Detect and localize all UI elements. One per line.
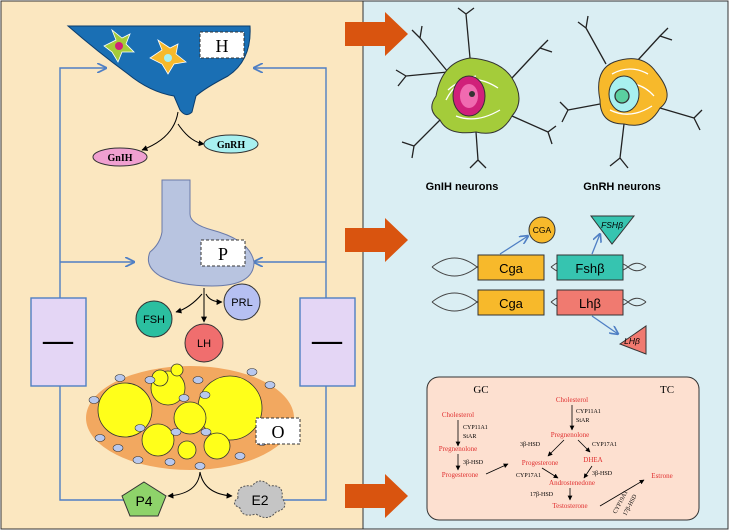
tc-enzyme-cyp17a1-right: CYP17A1 [592,442,617,448]
cga-product: CGA [528,216,556,244]
hypothalamus-label: H [216,36,229,56]
gene-lhb: Lhβ [556,289,624,316]
gnrh-neurons-caption: GnRH neurons [583,181,661,193]
fshb-product-label: FSHβ [601,220,623,230]
gene-fshb: Fshβ [556,254,624,281]
fsh-label: FSH [143,314,165,326]
tc-progesterone: Progesterone [522,459,559,467]
orange-arrows [345,12,408,518]
ovary-label: O [272,422,285,442]
tc-enzyme-star: StAR [576,418,589,424]
arrow-to-fsh [175,293,203,314]
gnih-label: GnIH [107,153,132,164]
tc-enzyme-3bhsd-left: 3β-HSD [520,442,541,448]
arrow-to-prl [205,293,223,305]
tc-enzyme-cyp17a1-left: CYP17A1 [516,473,541,479]
arrow-to-gnrh [177,123,205,147]
gnih-neurons-caption: GnIH neurons [426,181,499,193]
prl-badge: PRL [223,283,261,321]
feedback-box-right: — [299,297,356,387]
hypothalamus-neuron-yellow [149,38,187,75]
tc-enzyme-cyp11a1: CYP11A1 [576,409,601,415]
arrow-to-gnih [141,111,179,151]
p4-label: P4 [135,493,152,509]
gnrh-neuron-illustration [559,15,703,169]
ovary: O [86,363,301,470]
gnih-neuron-illustration [395,7,557,169]
hypothalamus: H [66,25,251,116]
lhb-product: LHβ [618,325,647,355]
fsh-badge: FSH [135,300,173,338]
pituitary: P [147,179,255,287]
arrow-hypothalamus-to-neurons [345,12,408,56]
cga-product-label: CGA [533,225,552,235]
gene-cga-bottom-label: Cga [499,296,524,311]
gnrh-label: GnRH [217,140,246,151]
feedback-sign-right: — [311,324,343,357]
gc-pathway: Cholesterol CYP11A1 StAR Pregnenolone 3β… [439,411,488,479]
gene-cga-top: Cga [477,254,545,281]
gene-cga-bottom: Cga [477,289,545,316]
p4-badge: P4 [121,481,167,517]
e2-label: E2 [251,492,268,508]
lhb-product-label: LHβ [624,336,640,346]
tc-enzyme-3bhsd-right: 3β-HSD [592,471,613,477]
tc-pregnenolone: Pregnenolone [551,431,590,439]
feedback-box-left: — [30,297,87,387]
arrow-to-p4 [167,471,201,499]
arrow-pituitary-to-genes [345,218,408,262]
hypothalamus-neuron-pink [103,28,135,63]
fshb-product: FSHβ [590,215,636,245]
gc-pregnenolone: Pregnenolone [439,445,478,453]
gc-enzyme-cyp11a1: CYP11A1 [463,425,488,431]
ovary-follicles [97,363,263,460]
gc-to-tc-arrow [485,463,509,475]
tc-testosterone: Testosterone [552,502,587,510]
steroidogenesis-box: GC TC Cholesterol CYP11A1 StAR Pregnenol… [426,376,700,521]
tc-androstenedione: Androstenedone [549,479,595,487]
gene-product-arrows [499,234,618,334]
gc-enzyme-star: StAR [463,434,476,440]
feedback-loop-lines [59,68,327,501]
gc-title: GC [473,384,488,396]
tc-estrone: Estrone [651,472,672,480]
feedback-sign-left: — [42,324,74,357]
tc-cholesterol: Cholesterol [556,396,588,404]
pituitary-label: P [218,244,228,264]
e2-badge: E2 [234,480,286,518]
gene-lhb-label: Lhβ [579,296,601,311]
gnih-badge: GnIH [92,147,148,167]
gene-fshb-label: Fshβ [575,261,604,276]
gnrh-badge: GnRH [203,134,259,154]
gc-cholesterol: Cholesterol [442,411,474,419]
gc-progesterone: Progesterone [442,471,479,479]
tc-enzyme-17bhsd: 17β-HSD [530,492,554,498]
arrow-ovary-to-steroids [345,474,408,518]
tc-dhea: DHEA [583,456,602,464]
gc-enzyme-3bhsd: 3β-HSD [463,460,484,466]
lh-label: LH [197,338,211,350]
prl-label: PRL [231,297,252,309]
lh-badge: LH [184,323,224,363]
arrow-to-e2 [199,471,233,499]
tc-title: TC [660,384,674,396]
gene-cga-top-label: Cga [499,261,524,276]
